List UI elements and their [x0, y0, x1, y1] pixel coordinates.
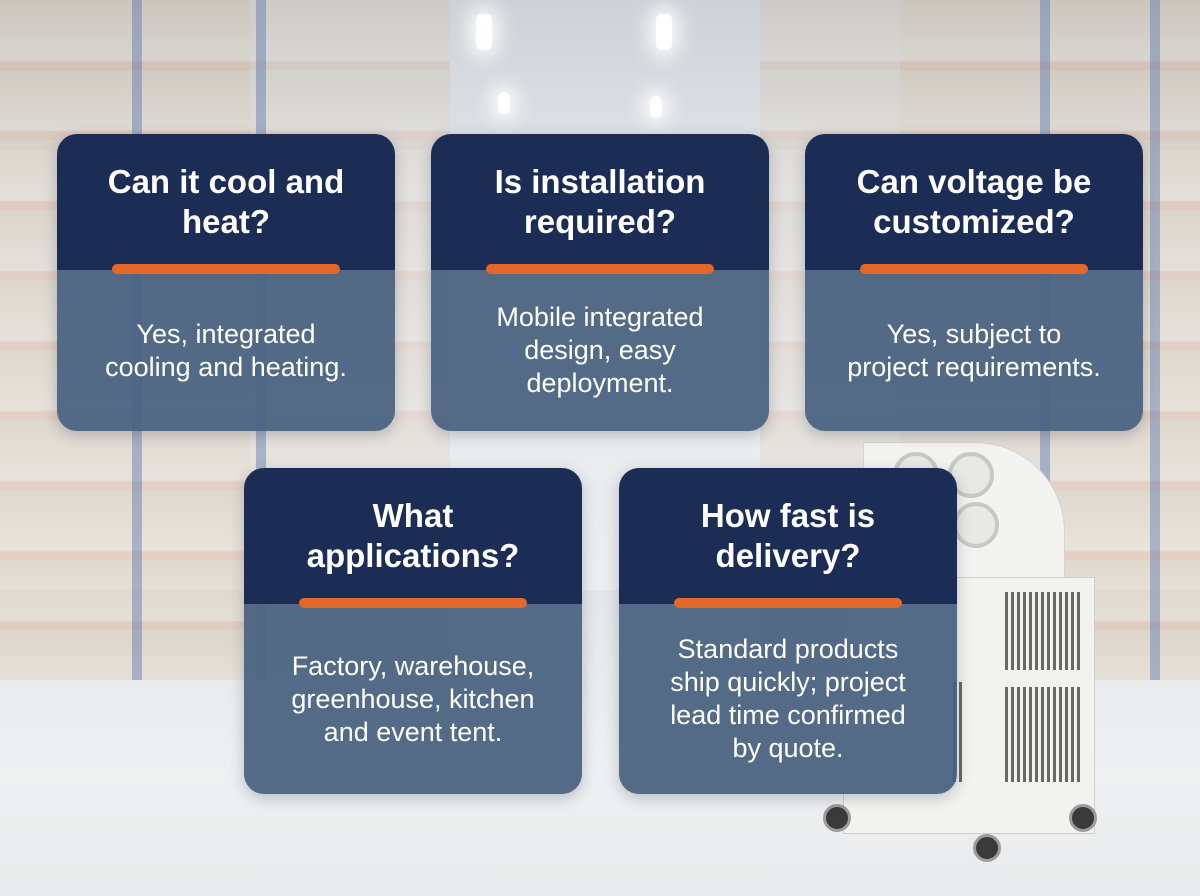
faq-question: Is installation required?: [494, 163, 706, 240]
faq-answer-panel: Standard products ship quickly; project …: [619, 598, 957, 794]
faq-answer: Yes, subject to project requirements.: [847, 318, 1101, 382]
vent-grille: [1005, 592, 1081, 670]
accent-bar: [486, 264, 714, 274]
ceiling-light: [650, 96, 662, 118]
duct-outlet: [953, 502, 999, 548]
ceiling-light: [498, 92, 510, 114]
accent-bar: [860, 264, 1088, 274]
faq-answer: Yes, integrated cooling and heating.: [105, 318, 347, 382]
faq-card-voltage: Can voltage be customized? Yes, subject …: [805, 134, 1143, 431]
ceiling-light: [476, 14, 492, 50]
faq-answer: Factory, warehouse, greenhouse, kitchen …: [291, 650, 535, 747]
faq-card-cool-heat: Can it cool and heat? Yes, integrated co…: [57, 134, 395, 431]
faq-card-delivery: How fast is delivery? Standard products …: [619, 468, 957, 794]
accent-bar: [299, 598, 527, 608]
faq-question-header: Is installation required?: [431, 134, 769, 270]
faq-question: How fast is delivery?: [700, 497, 876, 574]
faq-question: What applications?: [306, 497, 520, 574]
caster-wheel: [823, 804, 851, 832]
faq-answer: Standard products ship quickly; project …: [670, 634, 906, 763]
warehouse-ceiling: [0, 0, 1200, 150]
faq-card-applications: What applications? Factory, warehouse, g…: [244, 468, 582, 794]
accent-bar: [674, 598, 902, 608]
faq-card-installation: Is installation required? Mobile integra…: [431, 134, 769, 431]
faq-answer-panel: Yes, integrated cooling and heating.: [57, 264, 395, 431]
caster-wheel: [973, 834, 1001, 862]
rack-post: [1150, 0, 1160, 680]
faq-answer-panel: Mobile integrated design, easy deploymen…: [431, 264, 769, 431]
faq-answer: Mobile integrated design, easy deploymen…: [496, 302, 704, 398]
duct-outlet: [948, 452, 994, 498]
vent-grille: [1005, 687, 1081, 782]
caster-wheel: [1069, 804, 1097, 832]
faq-answer-panel: Yes, subject to project requirements.: [805, 264, 1143, 431]
faq-question-header: How fast is delivery?: [619, 468, 957, 604]
faq-question: Can it cool and heat?: [107, 163, 345, 240]
faq-question: Can voltage be customized?: [856, 163, 1092, 240]
accent-bar: [112, 264, 340, 274]
ceiling-light: [656, 14, 672, 50]
faq-question-header: What applications?: [244, 468, 582, 604]
faq-question-header: Can it cool and heat?: [57, 134, 395, 270]
faq-question-header: Can voltage be customized?: [805, 134, 1143, 270]
faq-answer-panel: Factory, warehouse, greenhouse, kitchen …: [244, 598, 582, 794]
